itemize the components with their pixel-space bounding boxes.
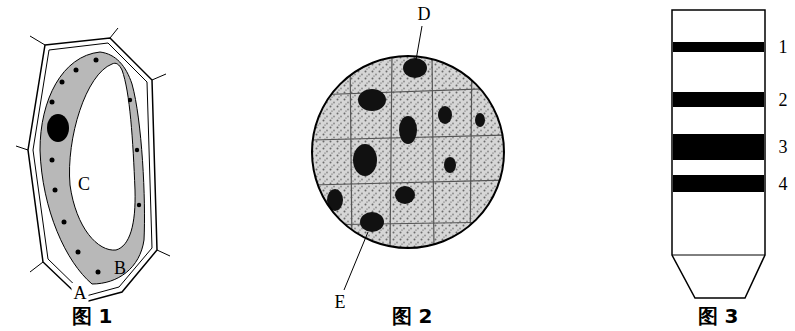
band-number: 2 <box>777 90 790 110</box>
micrograph <box>310 26 506 290</box>
part-label: A <box>72 283 89 303</box>
band-number: 3 <box>777 137 790 157</box>
band-number: 4 <box>777 174 790 194</box>
part-label: B <box>112 258 128 278</box>
band-number: 1 <box>777 37 790 57</box>
chromatography-strip <box>672 10 765 298</box>
part-label: D <box>416 4 433 24</box>
plant-cell <box>16 28 170 302</box>
figure-caption: 图 3 <box>696 305 741 327</box>
leader-line <box>344 232 368 290</box>
leader-line <box>416 26 422 60</box>
figure-caption: 图 2 <box>390 305 435 327</box>
part-label: E <box>333 292 348 312</box>
figure-caption: 图 1 <box>70 305 115 327</box>
part-label: C <box>76 174 92 194</box>
